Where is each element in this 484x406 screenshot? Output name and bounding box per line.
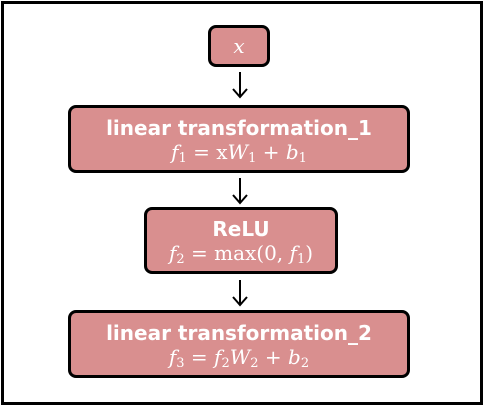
linear1-title: linear transformation_1 [106,116,372,140]
input-node: x [208,25,270,67]
arrow-relu-to-linear2 [232,280,248,307]
linear1-formula: f1 = xW1 + b1 [171,140,307,166]
arrow-linear1-to-relu [232,178,248,205]
relu-node: ReLU f2 = max(0, f1) [144,207,338,274]
input-formula: x [233,34,245,58]
arrow-input-to-linear1 [232,72,248,99]
linear2-formula: f3 = f2W2 + b2 [168,345,310,371]
relu-title: ReLU [212,217,270,241]
relu-formula: f2 = max(0, f1) [168,241,314,267]
linear-transformation-1-node: linear transformation_1 f1 = xW1 + b1 [68,105,410,173]
linear2-title: linear transformation_2 [106,321,372,345]
linear-transformation-2-node: linear transformation_2 f3 = f2W2 + b2 [68,310,410,378]
